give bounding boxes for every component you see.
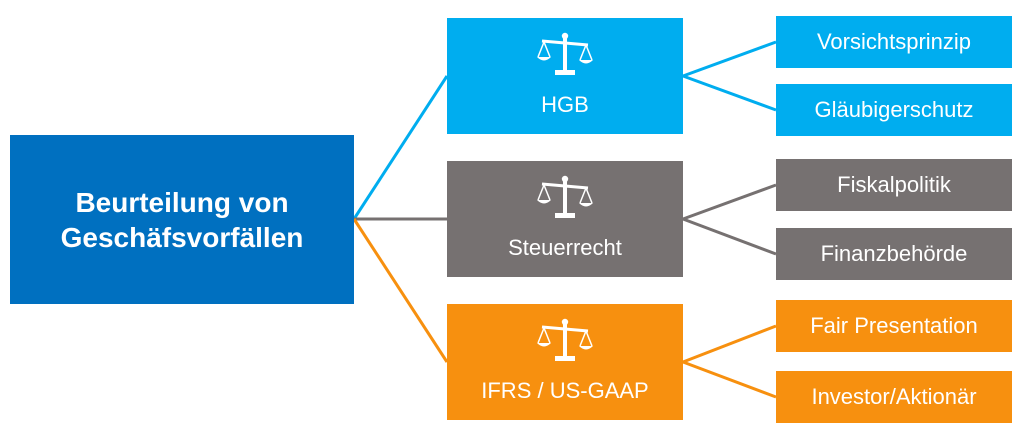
scale-icon [537, 32, 593, 75]
leaf-node: Investor/Aktionär [776, 371, 1012, 423]
connector-root-ifrs [352, 218, 449, 363]
leaf-node: Gläubigerschutz [776, 84, 1012, 136]
root-title-line-1: Beurteilung von [75, 186, 289, 218]
leaf-node: Fair Presentation [776, 300, 1012, 352]
connector-steuerrecht-leaf-2 [682, 217, 777, 256]
leaf-node: Vorsichtsprinzip [776, 16, 1012, 68]
scale-icon [537, 318, 593, 361]
connector-ifrs-leaf-1 [682, 324, 777, 364]
branch-label-ifrs: IFRS / US-GAAP [481, 378, 649, 403]
branch-node-hgb: HGB [447, 18, 683, 134]
leaf-label: Gläubigerschutz [814, 97, 974, 122]
leaf-label: Fiskalpolitik [837, 172, 951, 197]
leaf-label: Finanzbehörde [820, 241, 968, 266]
connector-ifrs-leaf-2 [682, 360, 777, 399]
branch-node-steuerrecht: Steuerrecht [447, 161, 683, 277]
connector-hgb-leaf-2 [682, 74, 777, 112]
branch-label-hgb: HGB [541, 92, 589, 117]
connector-hgb-leaf-1 [682, 40, 777, 78]
branch-label-steuerrecht: Steuerrecht [508, 235, 622, 260]
scale-icon [537, 175, 593, 218]
root-node: Beurteilung von Geschäfsvorfällen [10, 135, 354, 304]
leaf-label: Vorsichtsprinzip [816, 29, 972, 54]
leaf-label: Investor/Aktionär [811, 384, 977, 409]
leaf-label: Fair Presentation [810, 313, 978, 338]
root-title-line-2: Geschäfsvorfällen [60, 221, 304, 253]
leaf-node: Finanzbehörde [776, 228, 1012, 280]
branch-node-ifrs: IFRS / US-GAAP [447, 304, 683, 420]
connector-root-hgb [352, 75, 449, 220]
leaf-node: Fiskalpolitik [776, 159, 1012, 211]
connector-steuerrecht-leaf-1 [682, 183, 777, 221]
